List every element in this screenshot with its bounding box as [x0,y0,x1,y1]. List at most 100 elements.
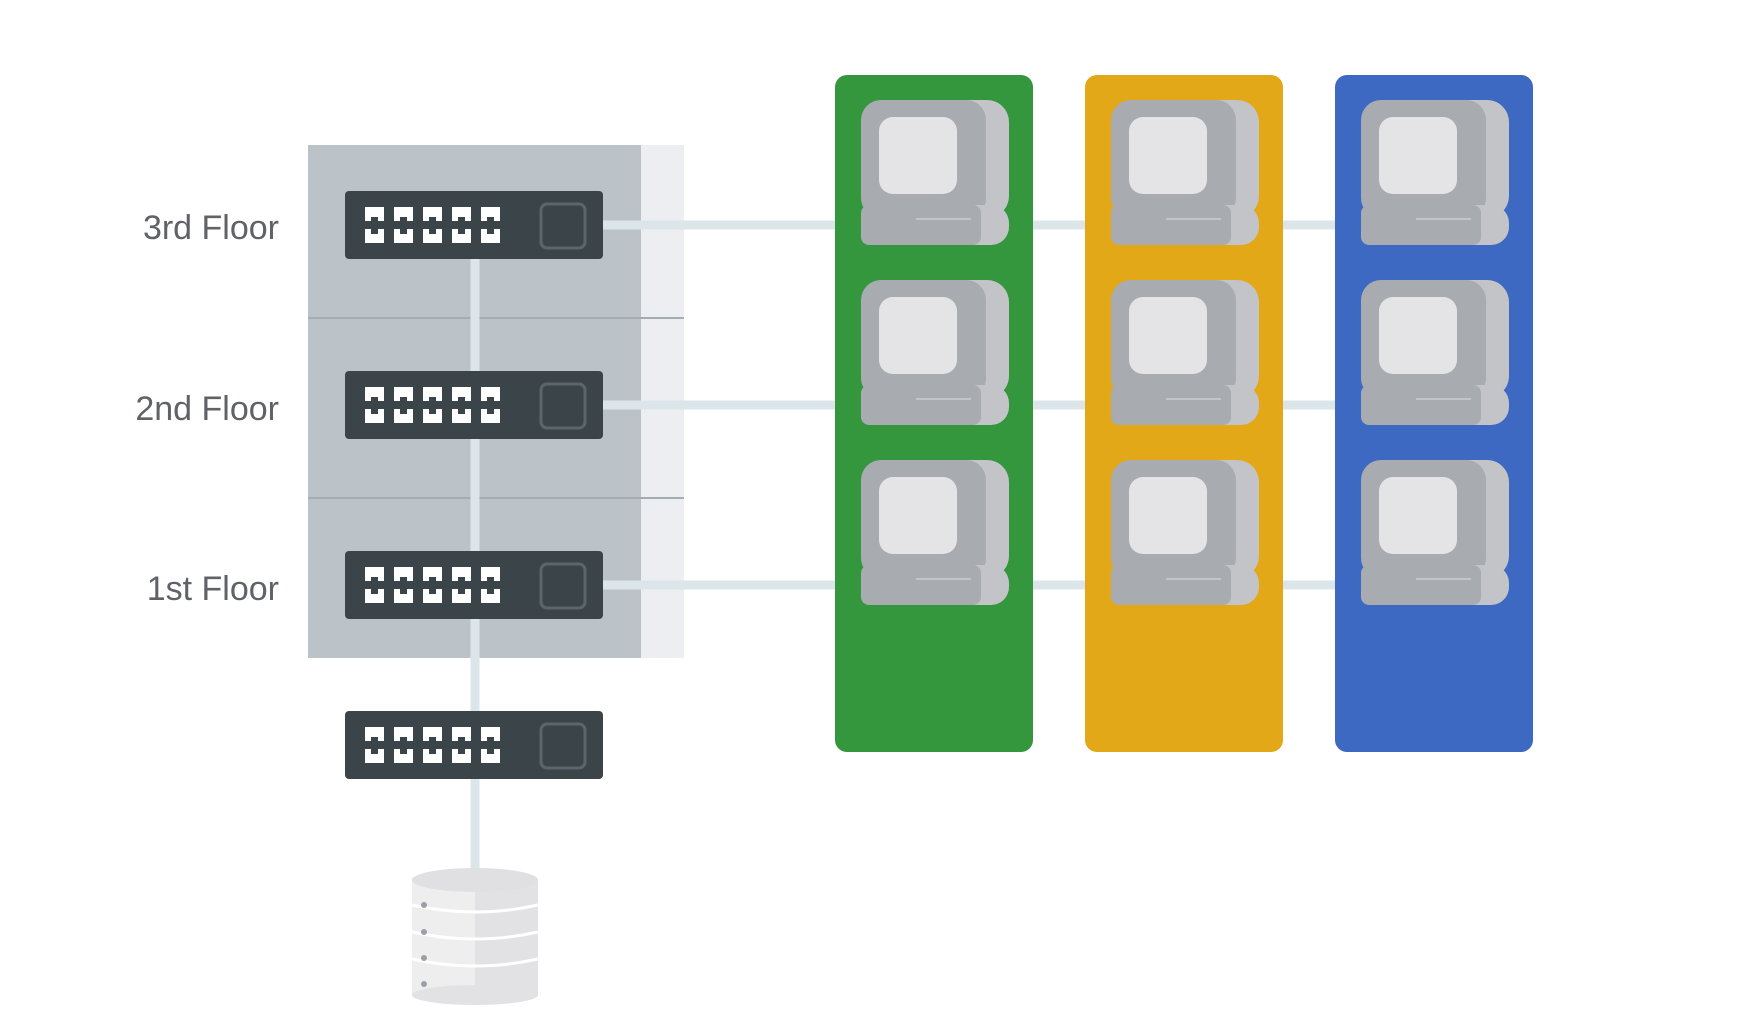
switch-uplink-port [539,722,587,770]
port-notch [371,217,378,222]
switch-port [365,727,384,741]
database-bottom [412,985,538,1005]
computer-screen [1379,297,1457,374]
port-notch [400,217,407,222]
database-led [421,955,427,961]
computer-icon [1361,460,1509,605]
switch-port [394,589,413,603]
switch-port [481,589,500,603]
network-switch-icon [345,371,603,439]
switch-port [481,207,500,221]
computer-base [1111,385,1231,425]
port-notch [487,737,494,742]
floor-label-3: 3rd Floor [142,209,279,247]
port-notch [371,577,378,582]
switch-port [394,387,413,401]
switch-port [481,387,500,401]
switch-port [452,589,471,603]
database-led [421,929,427,935]
port-notch [487,217,494,222]
database-ring [411,903,539,914]
port-notch [458,397,465,402]
port-notch [429,737,436,742]
switch-port [394,229,413,243]
switch-port [394,567,413,581]
switch-uplink-port [539,382,587,430]
switch-port [452,749,471,763]
port-notch [371,409,378,414]
switch-port [423,727,442,741]
computer-screen [879,117,957,194]
switch-port [365,749,384,763]
port-notch [371,397,378,402]
switch-port [365,567,384,581]
switch-port [394,207,413,221]
port-notch [458,409,465,414]
port-notch [371,737,378,742]
computer-icon [1361,100,1509,245]
floor-label-2: 2nd Floor [135,390,279,428]
floor-label-1: 1st Floor [146,570,279,608]
switch-port [423,409,442,423]
computer-base [861,565,981,605]
computer-screen [1129,477,1207,554]
switch-port [452,567,471,581]
computer-screen [879,297,957,374]
port-notch [371,749,378,754]
computer-screen [1379,117,1457,194]
switch-port [452,409,471,423]
switch-port [394,727,413,741]
switch-port [423,567,442,581]
port-notch [400,229,407,234]
port-notch [400,577,407,582]
computer-base [1111,205,1231,245]
switch-port [423,207,442,221]
port-notch [429,217,436,222]
switch-port [452,387,471,401]
port-notch [458,589,465,594]
port-notch [487,397,494,402]
database-led [421,981,427,987]
switch-uplink-port [539,202,587,250]
port-notch [400,409,407,414]
port-notch [458,737,465,742]
switch-port [365,207,384,221]
computer-screen [1129,297,1207,374]
switch-port [394,409,413,423]
network-switch-icon [345,191,603,259]
port-notch [458,229,465,234]
switch-port [365,229,384,243]
port-notch [487,589,494,594]
port-notch [400,589,407,594]
switch-uplink-port [539,562,587,610]
computer-icon [1111,460,1259,605]
switch-port [481,727,500,741]
computer-icon [1111,280,1259,425]
computer-base [861,385,981,425]
switch-port [452,727,471,741]
database-icon [411,868,539,1005]
port-notch [371,589,378,594]
computer-icon [1361,280,1509,425]
port-notch [458,749,465,754]
network-switch-icon [345,551,603,619]
computer-icon [861,100,1009,245]
port-notch [429,397,436,402]
switch-port [452,207,471,221]
switch-port [481,409,500,423]
port-notch [458,577,465,582]
computer-base [1361,565,1481,605]
computers [861,100,1509,605]
switch-port [452,229,471,243]
computer-screen [1379,477,1457,554]
switch-port [481,567,500,581]
switch-port [365,409,384,423]
switch-port [423,387,442,401]
port-notch [400,397,407,402]
computer-screen [879,477,957,554]
computer-icon [861,280,1009,425]
switch-port [423,749,442,763]
computer-icon [861,460,1009,605]
